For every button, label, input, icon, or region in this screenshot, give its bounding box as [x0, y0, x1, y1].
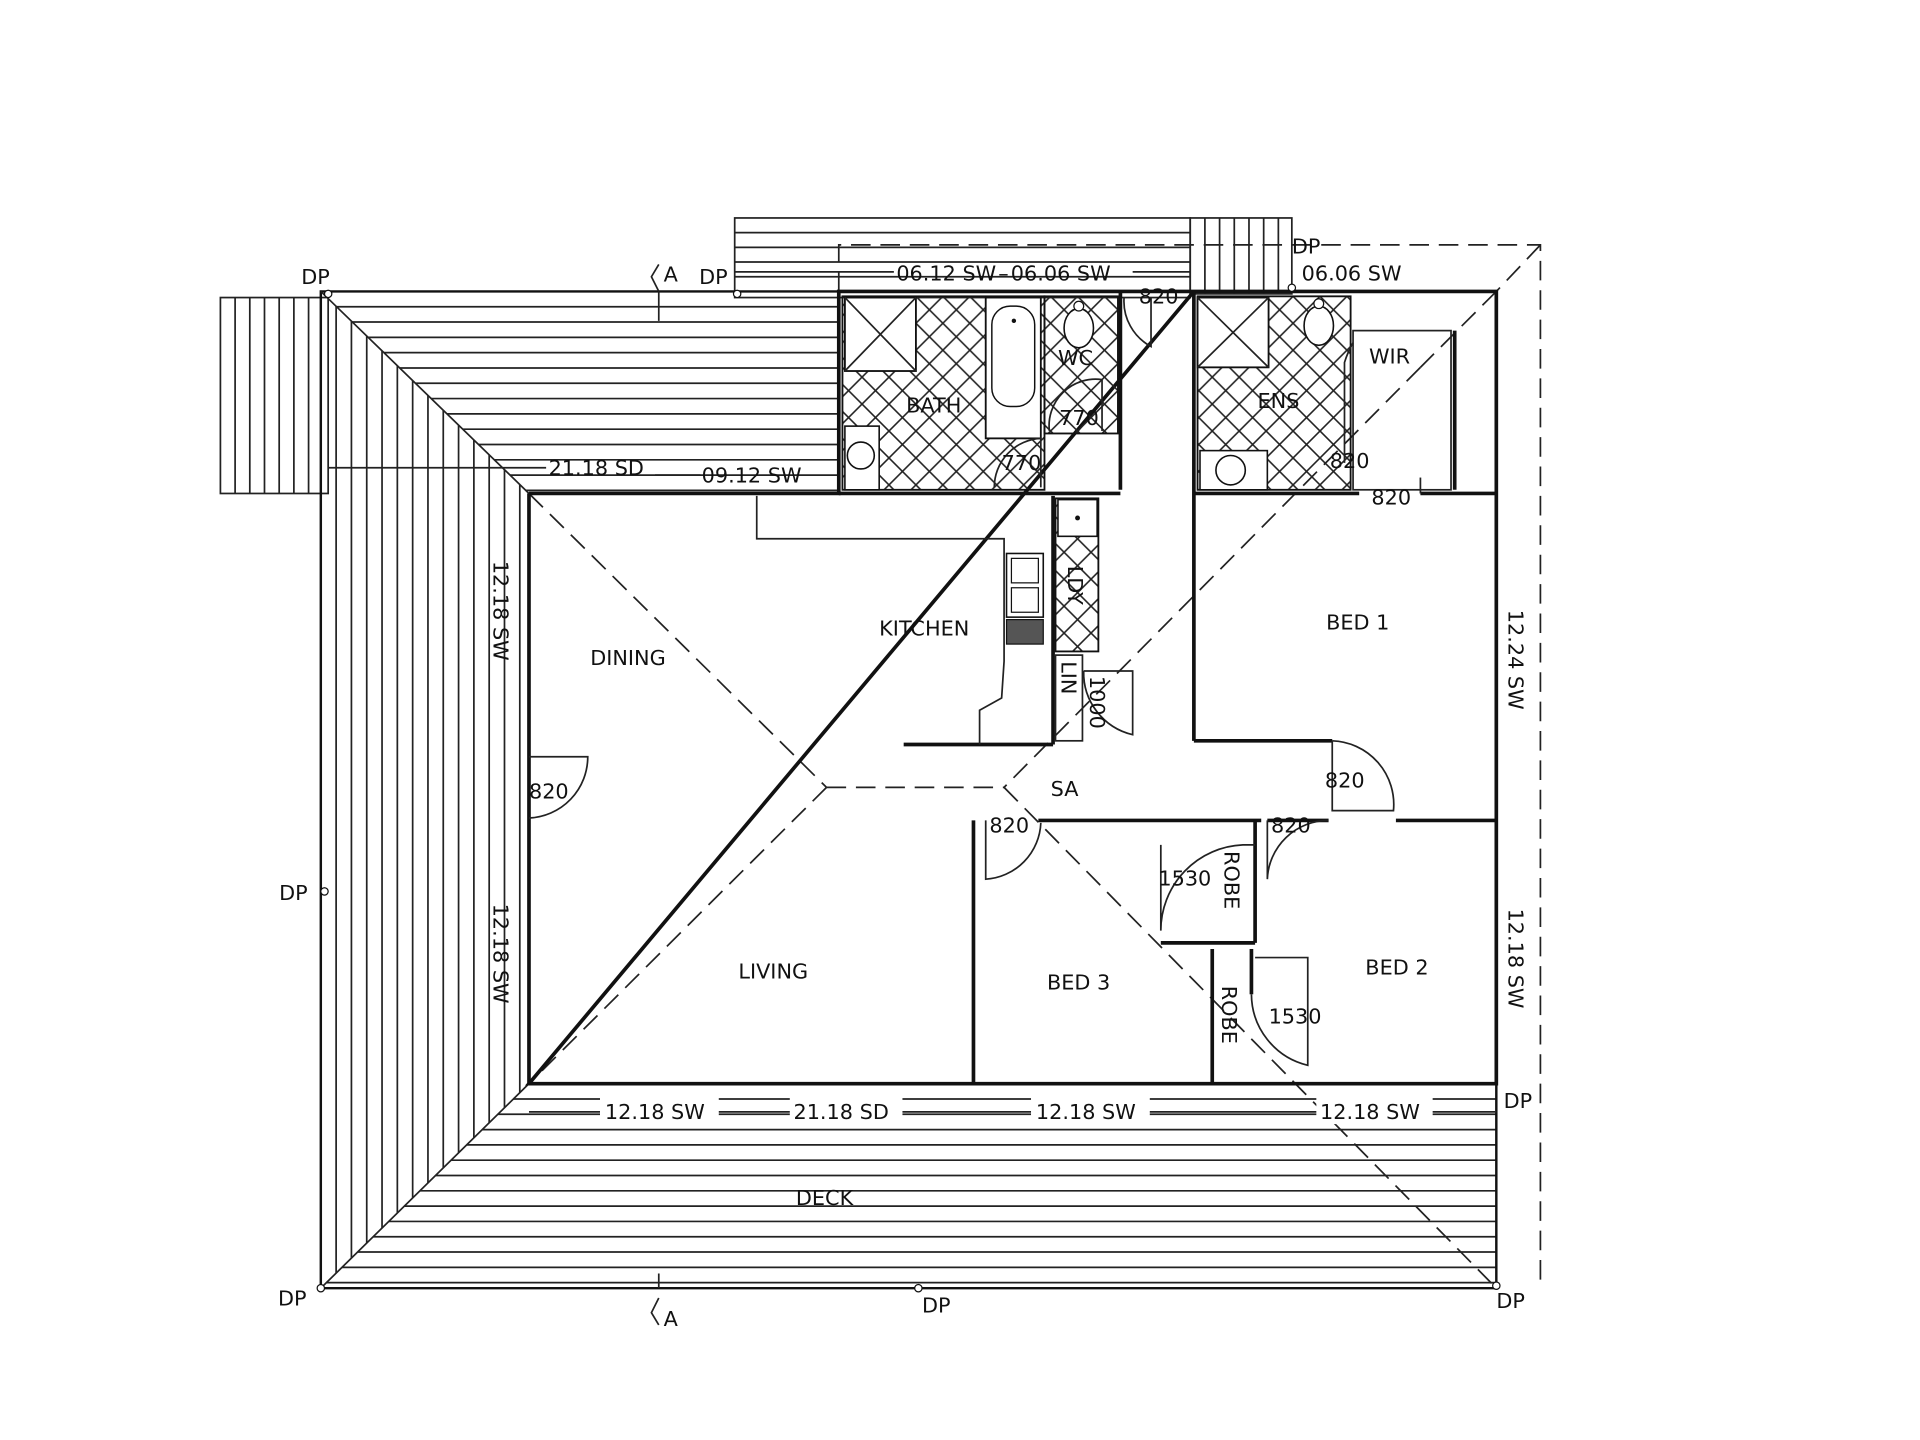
left-stairs — [219, 296, 330, 495]
svg-text:820: 820 — [1139, 285, 1179, 309]
toilet-icon — [1063, 300, 1095, 349]
section-marker-bottom: A — [650, 1273, 679, 1331]
svg-text:12.18 SW: 12.18 SW — [488, 904, 512, 1004]
room-label-lin: LIN — [1057, 661, 1081, 694]
svg-text:DP: DP — [1504, 1089, 1533, 1113]
ensuite-toilet-icon — [1303, 298, 1335, 347]
svg-text:DP: DP — [301, 265, 330, 289]
room-label-bath: BATH — [906, 394, 961, 418]
roof-outline — [528, 244, 1542, 1289]
room-label-ldy: LDY — [1063, 566, 1087, 605]
laundry-tub-icon — [1057, 498, 1098, 538]
room-label-ens: ENS — [1258, 389, 1300, 413]
walls — [525, 289, 1499, 1086]
svg-text:1530: 1530 — [1158, 866, 1211, 890]
svg-text:06.12 SW – 06.06 SW: 06.12 SW – 06.06 SW — [896, 261, 1110, 285]
svg-text:770: 770 — [1002, 451, 1042, 475]
room-label-wir: WIR — [1369, 345, 1410, 369]
basin-icon — [844, 425, 880, 491]
room-label-living: LIVING — [738, 959, 808, 983]
room-label-bed1: BED 1 — [1326, 610, 1389, 634]
downpipe-markers: DP DP DP DP DP DP DP DP — [278, 234, 1532, 1317]
svg-text:820: 820 — [989, 814, 1029, 838]
room-label-dining: DINING — [590, 646, 666, 670]
dimension-labels: 06.12 SW – 06.06 SW 06.06 SW 820 770 770… — [328, 261, 1528, 1124]
room-label-robe1: ROBE — [1219, 851, 1243, 909]
room-label-sa: SA — [1051, 777, 1080, 801]
svg-text:820: 820 — [529, 779, 569, 803]
room-label-kitchen: KITCHEN — [879, 617, 969, 641]
svg-text:DP: DP — [699, 265, 728, 289]
svg-text:820: 820 — [1371, 485, 1411, 509]
svg-text:12.18 SW: 12.18 SW — [1504, 909, 1528, 1009]
svg-text:DP: DP — [922, 1294, 951, 1318]
top-stairs — [733, 217, 1293, 299]
room-label-deck: DECK — [796, 1186, 855, 1210]
bathtub-icon — [984, 296, 1042, 440]
ensuite-shower-icon — [1196, 296, 1270, 369]
svg-text:820: 820 — [1330, 449, 1370, 473]
room-label-bed2: BED 2 — [1365, 956, 1428, 980]
svg-text:09.12 SW: 09.12 SW — [702, 463, 802, 487]
svg-text:12.18 SW: 12.18 SW — [488, 561, 512, 661]
room-label-bed3: BED 3 — [1047, 970, 1110, 994]
svg-text:21.18 SD: 21.18 SD — [793, 1100, 888, 1124]
svg-text:21.18 SD: 21.18 SD — [549, 456, 644, 480]
svg-text:12.24 SW: 12.24 SW — [1504, 610, 1528, 710]
room-label-robe2: ROBE — [1217, 986, 1241, 1044]
svg-text:DP: DP — [1292, 234, 1321, 258]
ensuite-basin-icon — [1199, 449, 1269, 491]
room-label-wc: WC — [1058, 346, 1093, 370]
section-marker-top: A — [650, 263, 679, 321]
svg-text:DP: DP — [278, 1286, 307, 1310]
kitchen-sink-icon — [1005, 552, 1045, 645]
linen-cupboard — [1054, 654, 1084, 742]
svg-text:06.06 SW: 06.06 SW — [1302, 261, 1402, 285]
svg-text:12.18 SW: 12.18 SW — [605, 1100, 705, 1124]
svg-text:DP: DP — [279, 881, 308, 905]
shower-icon — [843, 296, 917, 372]
deck-boards — [326, 305, 1497, 1284]
svg-text:A: A — [664, 1307, 679, 1331]
svg-text:1530: 1530 — [1269, 1005, 1322, 1029]
svg-text:820: 820 — [1271, 814, 1311, 838]
svg-text:12.18 SW: 12.18 SW — [1036, 1100, 1136, 1124]
svg-text:A: A — [664, 263, 679, 287]
svg-text:1000: 1000 — [1085, 676, 1109, 729]
door-swings — [528, 297, 1422, 1067]
svg-text:820: 820 — [1325, 768, 1365, 792]
svg-text:770: 770 — [1059, 406, 1099, 430]
svg-text:DP: DP — [1496, 1289, 1525, 1313]
svg-text:12.18 SW: 12.18 SW — [1320, 1100, 1420, 1124]
